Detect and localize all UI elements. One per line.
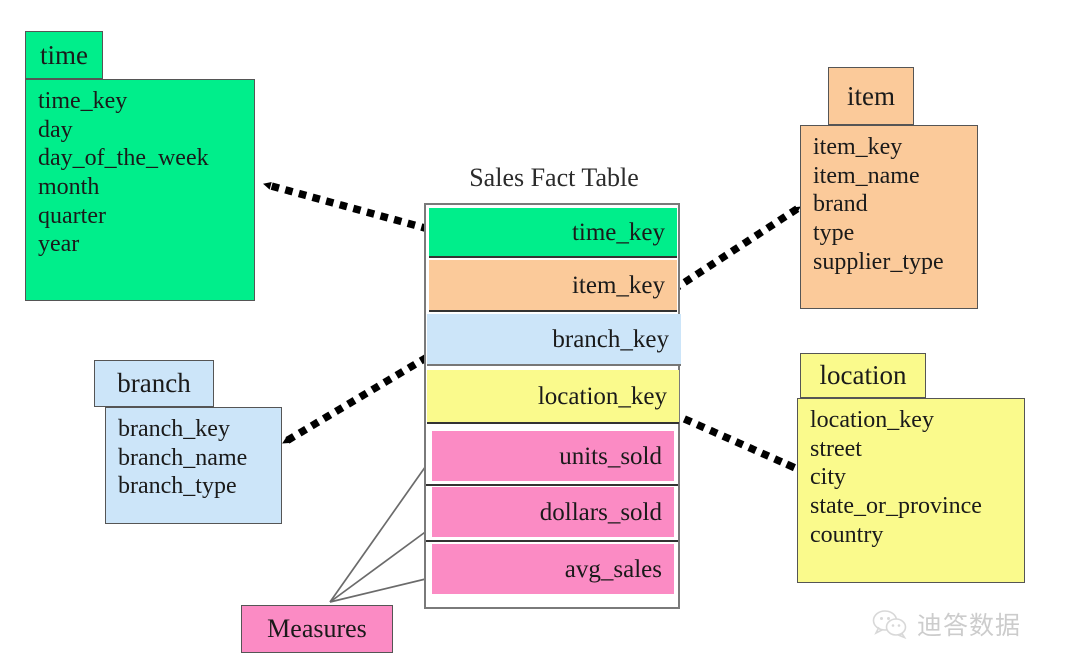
- field: country: [810, 521, 884, 548]
- dimension-fields-time: time_key day day_of_the_week month quart…: [25, 79, 255, 301]
- field: state_or_province: [810, 493, 982, 520]
- dimension-title-branch: branch: [94, 360, 214, 407]
- watermark: 迪答数据: [872, 606, 1021, 642]
- dimension-fields-branch: branch_key branch_name branch_type: [105, 407, 282, 524]
- fact-row-item-key[interactable]: item_key: [429, 260, 677, 312]
- watermark-text: 迪答数据: [917, 611, 1022, 640]
- field: branch_name: [118, 444, 248, 471]
- fact-table[interactable]: time_key item_key branch_key location_ke…: [424, 203, 681, 609]
- field: day: [38, 116, 73, 143]
- measures-label-box[interactable]: Measures: [241, 605, 393, 653]
- fact-row-time-key[interactable]: time_key: [429, 208, 677, 258]
- connector-branch: [277, 353, 430, 449]
- field: item_key: [813, 134, 903, 160]
- field: year: [38, 231, 80, 258]
- fact-row-branch-key[interactable]: branch_key: [427, 314, 681, 366]
- field: day_of_the_week: [38, 145, 209, 172]
- field: brand: [813, 191, 868, 218]
- field: type: [813, 220, 855, 247]
- fact-row-location-key[interactable]: location_key: [427, 370, 679, 424]
- field: location_key: [810, 407, 934, 433]
- fact-row-divider: [426, 540, 678, 542]
- field: branch_key: [118, 416, 230, 442]
- field: supplier_type: [813, 248, 944, 275]
- dimension-title-item: item: [828, 67, 914, 125]
- dimension-title-time: time: [25, 31, 103, 79]
- field: street: [810, 435, 862, 462]
- connector-location: [657, 404, 798, 472]
- wechat-icon: [872, 610, 907, 639]
- field: city: [810, 464, 846, 491]
- field: branch_type: [118, 473, 237, 500]
- connector-time: [259, 179, 430, 233]
- dimension-title-location: location: [800, 353, 926, 398]
- field: item_name: [813, 162, 920, 189]
- field: quarter: [38, 202, 106, 229]
- dimension-fields-location: location_key street city state_or_provin…: [797, 398, 1025, 583]
- fact-row-dollars-sold[interactable]: dollars_sold: [432, 487, 674, 537]
- field: month: [38, 174, 100, 201]
- fact-row-units-sold[interactable]: units_sold: [432, 431, 674, 481]
- field: time_key: [38, 88, 128, 114]
- measures-leader-lines: [329, 462, 439, 603]
- fact-table-title: Sales Fact Table: [469, 163, 639, 192]
- fact-row-divider: [426, 484, 678, 486]
- fact-row-avg-sales[interactable]: avg_sales: [432, 544, 674, 594]
- connector-item: [670, 201, 806, 294]
- dimension-fields-item: item_key item_name brand type supplier_t…: [800, 125, 978, 309]
